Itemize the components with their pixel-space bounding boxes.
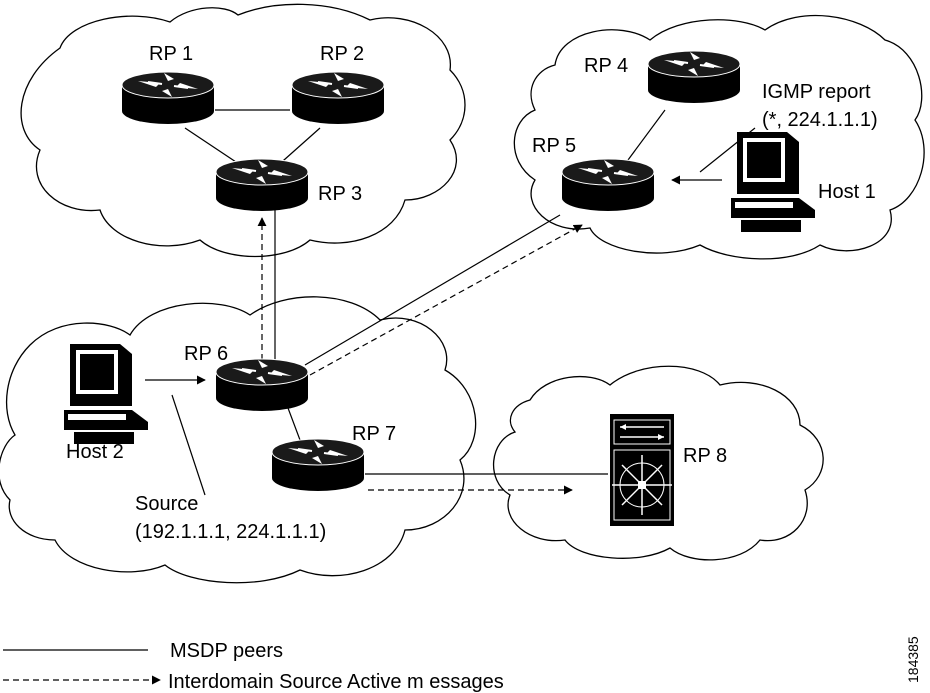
router-rp4-icon — [647, 50, 741, 104]
router-rp1-icon — [121, 71, 215, 125]
peer-line-rp4-rp5 — [627, 109, 666, 161]
label-rp3: RP 3 — [318, 183, 362, 205]
sa-line-rp6-rp5 — [309, 224, 583, 376]
figure-id: 184385 — [905, 636, 921, 683]
peer-line-rp6-rp5 — [304, 214, 561, 366]
source-callout-line — [171, 394, 206, 496]
label-host1: Host 1 — [818, 181, 876, 203]
label-rp5: RP 5 — [532, 135, 576, 157]
switch-rp8-icon — [610, 414, 674, 526]
label-rp2: RP 2 — [320, 43, 364, 65]
source-address-label: (192.1.1.1, 224.1.1.1) — [135, 521, 326, 543]
router-rp3-icon — [215, 158, 309, 212]
label-rp6: RP 6 — [184, 343, 228, 365]
router-rp7-icon — [271, 438, 365, 492]
label-rp7: RP 7 — [352, 423, 396, 445]
router-rp2-icon — [291, 71, 385, 125]
label-host2: Host 2 — [66, 441, 124, 463]
source-label: Source — [135, 493, 198, 515]
domain-cloud-top-left — [20, 3, 466, 258]
igmp-report-label: IGMP report — [762, 81, 871, 103]
label-rp1: RP 1 — [149, 43, 193, 65]
router-rp5-icon — [561, 158, 655, 212]
legend-sa-messages: Interdomain Source Active m essages — [168, 671, 504, 693]
label-rp4: RP 4 — [584, 55, 628, 77]
label-rp8: RP 8 — [683, 445, 727, 467]
router-rp6-icon — [215, 358, 309, 412]
igmp-group-label: (*, 224.1.1.1) — [762, 109, 878, 131]
legend-msdp-peers: MSDP peers — [170, 640, 283, 662]
